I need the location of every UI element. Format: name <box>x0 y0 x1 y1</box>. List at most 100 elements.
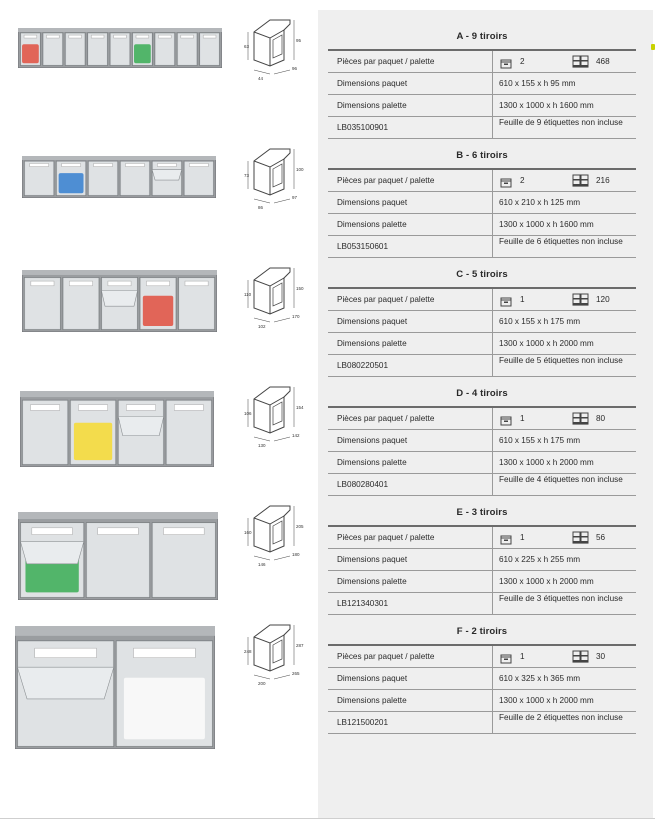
pallet-dims-value: 1300 x 1000 x h 2000 mm <box>499 577 594 586</box>
pallet-icon <box>572 55 589 68</box>
column-divider <box>492 549 493 570</box>
pieces-label: Pièces par paquet / palette <box>337 652 435 661</box>
bin-product-image <box>17 511 219 605</box>
column-divider <box>492 51 493 72</box>
diagram-dimension-label: 265 <box>292 671 300 676</box>
per-package-value: 1 <box>520 652 525 661</box>
package-icon <box>500 413 512 426</box>
column-divider <box>492 73 493 94</box>
diagram-dimension-label: 142 <box>292 433 300 438</box>
package-dims-label: Dimensions paquet <box>337 436 408 445</box>
column-divider <box>492 289 493 310</box>
package-dims-label: Dimensions paquet <box>337 79 408 88</box>
diagram-dimension-label: 96 <box>292 66 298 71</box>
pallet-icon <box>572 650 589 663</box>
section-title: A - 9 tiroirs <box>456 31 508 42</box>
pieces-label: Pièces par paquet / palette <box>337 533 435 542</box>
pallet-icon <box>572 531 589 544</box>
section-top-rule <box>328 644 636 646</box>
diagram-dimension-label: 200 <box>258 681 266 686</box>
per-pallet-value: 56 <box>596 533 606 542</box>
page-bottom-rule <box>0 818 655 819</box>
column-divider <box>492 646 493 667</box>
pallet-dims-row: Dimensions palette 1300 x 1000 x h 2000 m… <box>328 571 636 593</box>
column-divider <box>492 571 493 592</box>
per-pallet-value: 216 <box>596 176 610 185</box>
product-reference: LB080280401 <box>337 480 388 489</box>
package-dims-value: 610 x 155 x h 95 mm <box>499 79 576 88</box>
pallet-dims-row: Dimensions palette 1300 x 1000 x h 2000 m… <box>328 690 636 712</box>
bin-dimension-diagram: 248 287 200 265 <box>244 619 320 696</box>
column-divider <box>492 117 493 138</box>
per-pallet-value: 120 <box>596 295 610 304</box>
package-dims-value: 610 x 210 x h 125 mm <box>499 198 581 207</box>
pallet-dims-label: Dimensions palette <box>337 220 407 229</box>
column-divider <box>492 408 493 429</box>
pallet-dims-value: 1300 x 1000 x h 2000 mm <box>499 696 594 705</box>
product-reference: LB035100901 <box>337 123 388 132</box>
pieces-label: Pièces par paquet / palette <box>337 176 435 185</box>
labels-note: Feuille de 3 étiquettes non incluse <box>499 594 623 603</box>
pallet-dims-row: Dimensions palette 1300 x 1000 x h 1600 m… <box>328 214 636 236</box>
column-divider <box>492 170 493 191</box>
labels-note: Feuille de 9 étiquettes non incluse <box>499 118 623 127</box>
package-dims-value: 610 x 225 x h 255 mm <box>499 555 581 564</box>
reference-row: LB035100901 Feuille de 9 étiquettes non i… <box>328 117 636 139</box>
section-title: B - 6 tiroirs <box>456 150 508 161</box>
pallet-dims-value: 1300 x 1000 x h 1600 mm <box>499 220 594 229</box>
pallet-dims-label: Dimensions palette <box>337 339 407 348</box>
diagram-dimension-label: 63 <box>244 44 250 49</box>
section-title: E - 3 tiroirs <box>456 507 508 518</box>
per-pallet-value: 80 <box>596 414 606 423</box>
diagram-dimension-label: 287 <box>296 643 304 648</box>
bin-product-image <box>17 27 223 73</box>
pallet-dims-value: 1300 x 1000 x h 1600 mm <box>499 101 594 110</box>
section-title: C - 5 tiroirs <box>456 269 508 280</box>
pallet-dims-value: 1300 x 1000 x h 2000 mm <box>499 458 594 467</box>
column-divider <box>492 712 493 733</box>
pallet-dims-label: Dimensions palette <box>337 577 407 586</box>
diagram-dimension-label: 86 <box>258 205 264 210</box>
per-package-value: 2 <box>520 57 525 66</box>
product-reference: LB053150601 <box>337 242 388 251</box>
package-icon <box>500 532 512 545</box>
diagram-dimension-label: 160 <box>244 530 252 535</box>
diagram-dimension-label: 73 <box>244 173 250 178</box>
spec-panel-background <box>318 10 653 818</box>
column-divider <box>492 474 493 495</box>
package-icon <box>500 294 512 307</box>
package-icon <box>500 651 512 664</box>
pieces-label: Pièces par paquet / palette <box>337 414 435 423</box>
diagram-dimension-label: 150 <box>296 286 304 291</box>
section-top-rule <box>328 525 636 527</box>
package-dims-label: Dimensions paquet <box>337 198 408 207</box>
column-divider <box>492 95 493 116</box>
package-dims-value: 610 x 155 x h 175 mm <box>499 317 581 326</box>
section-title: D - 4 tiroirs <box>456 388 508 399</box>
pallet-dims-label: Dimensions palette <box>337 696 407 705</box>
page-accent-mark <box>651 44 655 50</box>
diagram-dimension-label: 106 <box>244 411 252 416</box>
bin-product-image <box>19 390 215 472</box>
diagram-dimension-label: 248 <box>244 649 252 654</box>
